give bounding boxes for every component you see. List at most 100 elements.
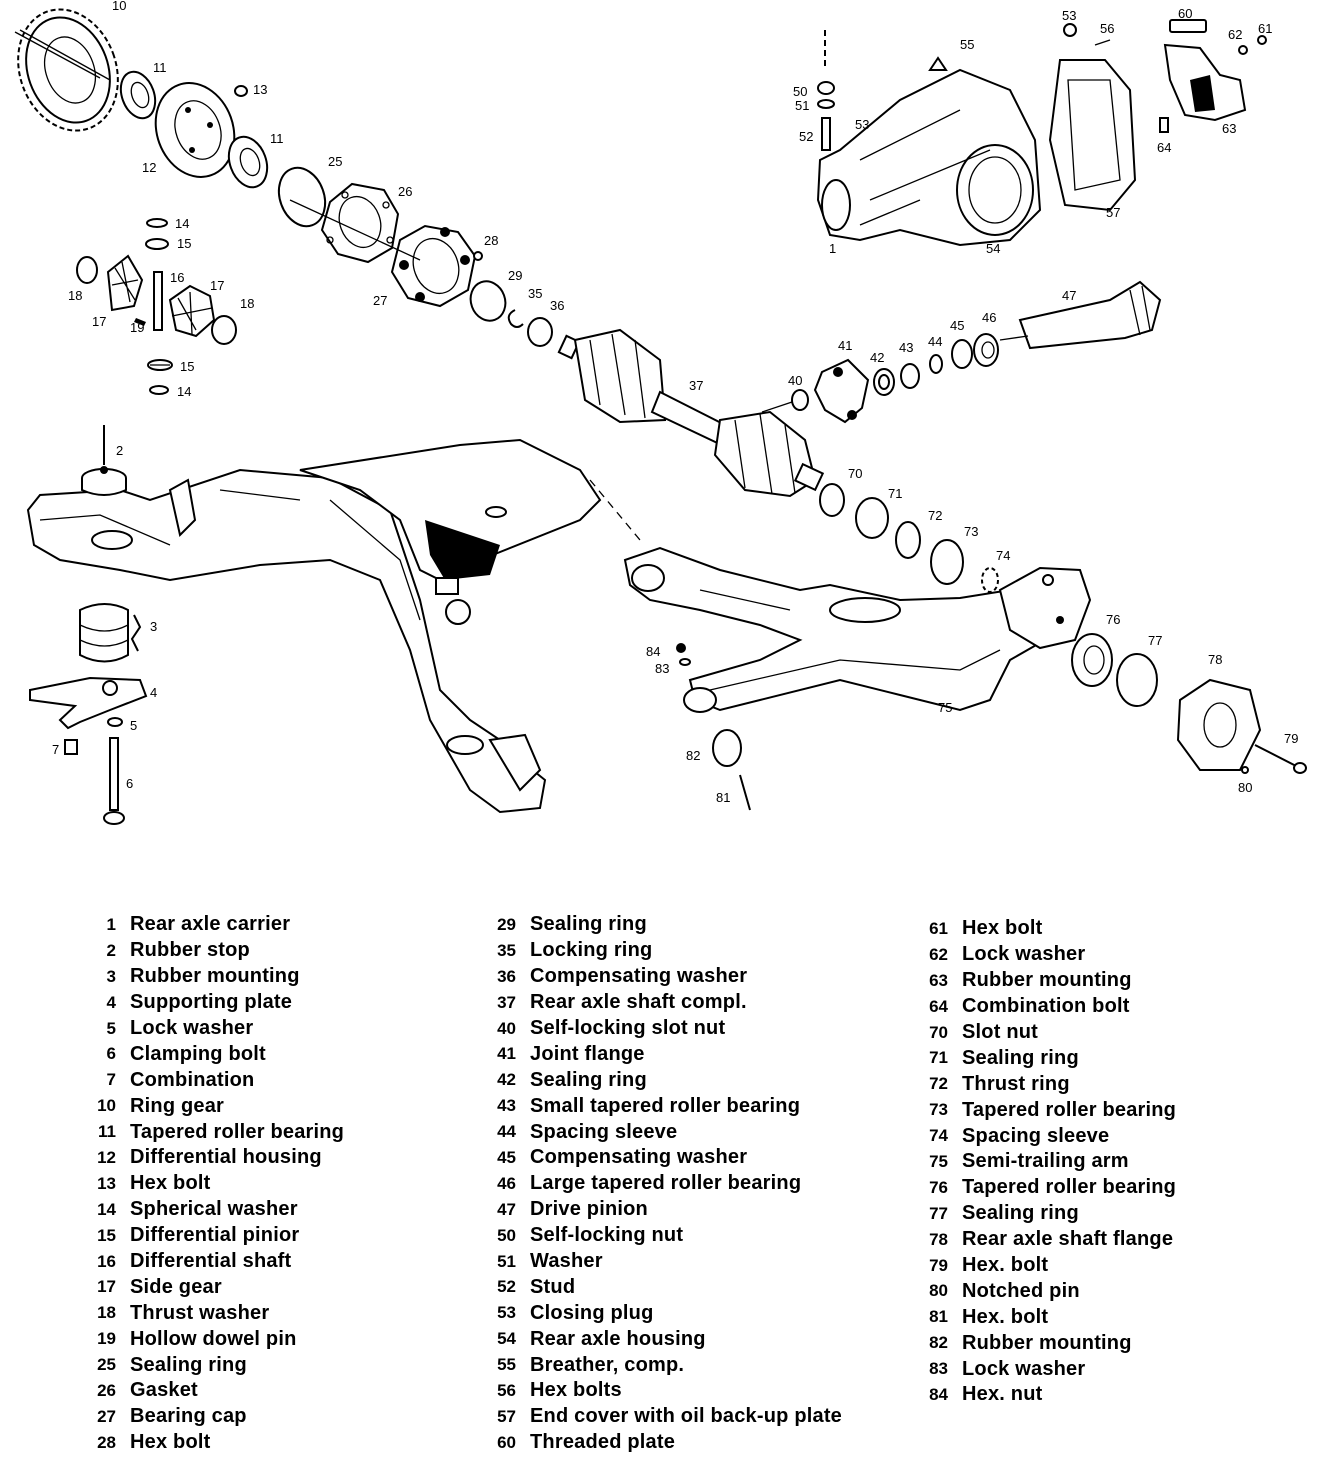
- legend-item: 11 Tapered roller bearing: [86, 1119, 344, 1145]
- legend-label: Self-locking nut: [530, 1224, 684, 1247]
- callout: 7: [52, 742, 59, 757]
- legend-number: 47: [497, 1199, 516, 1219]
- callout: 61: [1258, 21, 1272, 36]
- legend-number: 71: [929, 1048, 948, 1068]
- callout: 18: [68, 288, 82, 303]
- callout: 29: [508, 268, 522, 283]
- callout: 26: [398, 184, 412, 199]
- callout: 51: [795, 98, 809, 113]
- callout: 54: [986, 241, 1000, 256]
- legend-label: Tapered roller bearing: [130, 1120, 345, 1143]
- legend-number: 10: [97, 1096, 116, 1116]
- legend-item: 72 Thrust ring: [918, 1071, 1176, 1097]
- callout: 84: [646, 644, 660, 659]
- legend-number: 81: [929, 1307, 948, 1327]
- legend-number: 75: [929, 1151, 948, 1171]
- callout: 42: [870, 350, 884, 365]
- legend-label: Drive pinion: [530, 1198, 648, 1221]
- callout: 64: [1157, 140, 1171, 155]
- rubber-stop-2: [81, 425, 127, 496]
- legend-label: Locking ring: [530, 939, 653, 962]
- callout: 43: [899, 340, 913, 355]
- legend-label: Hollow dowel pin: [130, 1327, 297, 1350]
- legend-number: 72: [929, 1074, 948, 1094]
- callout: 13: [253, 82, 267, 97]
- pinion-group: [761, 280, 1162, 424]
- callout: 83: [655, 661, 669, 676]
- arm-mount-parts: [676, 643, 751, 811]
- legend-label: Sealing ring: [530, 1068, 647, 1091]
- legend-number: 45: [497, 1147, 516, 1167]
- callout: 15: [177, 236, 191, 251]
- legend-label: Closing plug: [530, 1301, 654, 1324]
- legend-number: 11: [98, 1122, 116, 1142]
- callout: 14: [177, 384, 191, 399]
- legend-label: Side gear: [130, 1275, 222, 1298]
- legend-number: 37: [497, 992, 516, 1012]
- legend-number: 4: [106, 992, 116, 1012]
- callout: 82: [686, 748, 700, 763]
- callout: 74: [996, 548, 1010, 563]
- legend-number: 13: [97, 1173, 116, 1193]
- rear-axle-housing: [816, 19, 1267, 247]
- legend-number: 80: [929, 1281, 948, 1301]
- legend-number: 27: [97, 1406, 116, 1426]
- callout: 5: [130, 718, 137, 733]
- legend-item: 12 Differential housing: [86, 1145, 344, 1171]
- legend-label: Differential shaft: [130, 1250, 292, 1273]
- legend-label: Differential housing: [130, 1146, 322, 1169]
- legend-number: 84: [929, 1384, 948, 1404]
- legend-number: 41: [497, 1044, 516, 1064]
- legend-number: 70: [929, 1022, 948, 1042]
- legend-number: 12: [97, 1147, 116, 1167]
- callout: 17: [92, 314, 106, 329]
- callout: 80: [1238, 780, 1252, 795]
- exploded-diagram: 10 11 13 11 12 25 26 14 15 16 17 18 17 1…: [14, 0, 1307, 825]
- spider-gears: [76, 218, 237, 395]
- legend-number: 25: [97, 1355, 116, 1375]
- legend-label: Sealing ring: [962, 1046, 1079, 1069]
- legend-label: Threaded plate: [530, 1431, 676, 1454]
- callout: 10: [112, 0, 126, 13]
- legend-label: Sealing ring: [130, 1353, 247, 1376]
- callout: 1: [829, 241, 836, 256]
- legend-label: Gasket: [130, 1379, 198, 1402]
- legend-item: 26 Gasket: [86, 1378, 344, 1404]
- ring-gear: [14, 8, 119, 132]
- legend-number: 26: [97, 1380, 116, 1400]
- legend-item: 25 Sealing ring: [86, 1352, 344, 1378]
- legend-number: 52: [497, 1277, 516, 1297]
- legend-number: 2: [106, 940, 116, 960]
- legend-label: Rubber mounting: [130, 965, 300, 988]
- legend-label: Stud: [530, 1275, 576, 1298]
- callout: 27: [373, 293, 387, 308]
- callout: 75: [938, 700, 952, 715]
- legend-label: Spacing sleeve: [530, 1120, 678, 1143]
- legend-number: 46: [497, 1173, 516, 1193]
- callout: 41: [838, 338, 852, 353]
- callout: 3: [150, 619, 157, 634]
- legend-label: Thrust ring: [962, 1072, 1070, 1095]
- legend-number: 18: [97, 1303, 116, 1323]
- legend-label: Sealing ring: [962, 1202, 1079, 1225]
- hub-outer-parts: [1071, 633, 1307, 774]
- legend-number: 63: [929, 970, 948, 990]
- callout: 73: [964, 524, 978, 539]
- callout: 2: [116, 443, 123, 458]
